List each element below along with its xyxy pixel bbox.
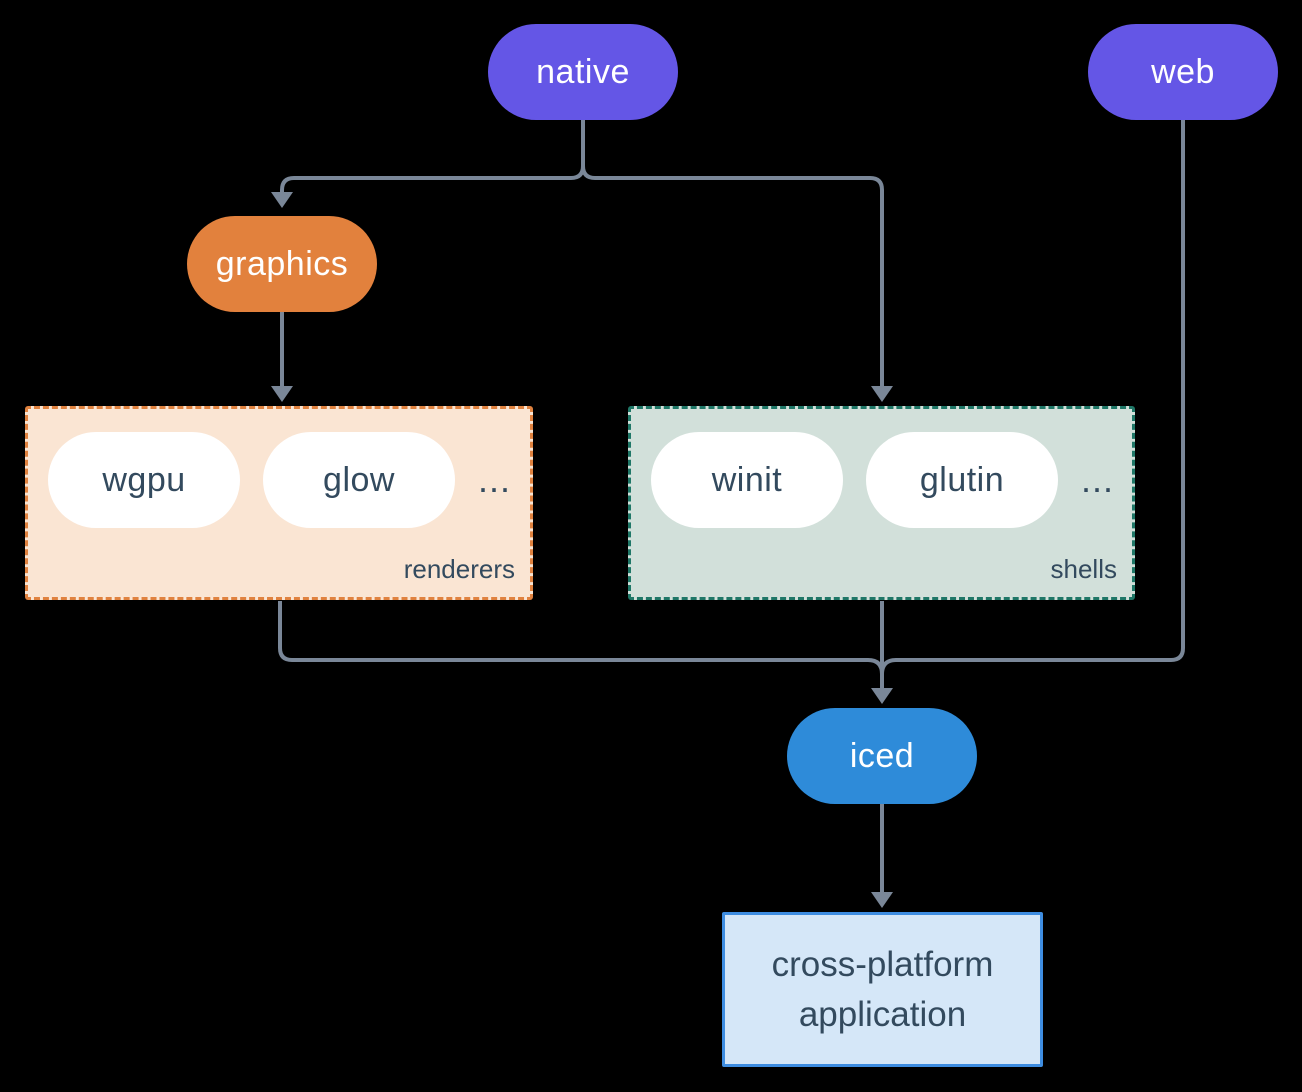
arrowhead-iced <box>871 688 893 704</box>
node-winit-label: winit <box>711 460 783 499</box>
node-graphics-label: graphics <box>215 244 349 283</box>
node-wgpu: wgpu <box>48 432 240 528</box>
node-native-label: native <box>536 52 630 91</box>
node-glow-label: glow <box>323 460 395 499</box>
node-glow: glow <box>263 432 455 528</box>
node-graphics: graphics <box>187 216 377 312</box>
node-native: native <box>488 24 678 120</box>
node-glutin: glutin <box>866 432 1058 528</box>
arrowhead-application <box>871 892 893 908</box>
arrowhead-graphics <box>271 192 293 208</box>
node-winit: winit <box>651 432 843 528</box>
node-web-label: web <box>1151 52 1215 91</box>
arrowhead-renderers <box>271 386 293 402</box>
node-web: web <box>1088 24 1278 120</box>
node-application: cross-platform application <box>722 912 1043 1067</box>
group-renderers: wgpu glow ... renderers <box>25 406 533 600</box>
node-application-label: cross-platform application <box>771 944 994 1034</box>
arrowhead-shells <box>871 386 893 402</box>
edge-native-shells <box>581 120 884 386</box>
edge-renderers-merge <box>278 601 884 675</box>
renderers-ellipsis: ... <box>478 459 512 500</box>
group-shells: winit glutin ... shells <box>628 406 1135 600</box>
edge-native-graphics <box>280 120 585 192</box>
renderers-row: wgpu glow ... <box>28 409 530 528</box>
node-glutin-label: glutin <box>919 460 1005 499</box>
node-iced-label: iced <box>849 736 915 775</box>
shells-row: winit glutin ... <box>631 409 1132 528</box>
shells-group-label: shells <box>1050 554 1117 584</box>
renderers-group-label: renderers <box>403 554 515 584</box>
node-iced: iced <box>787 708 977 804</box>
node-wgpu-label: wgpu <box>102 460 186 499</box>
shells-ellipsis: ... <box>1081 459 1115 500</box>
